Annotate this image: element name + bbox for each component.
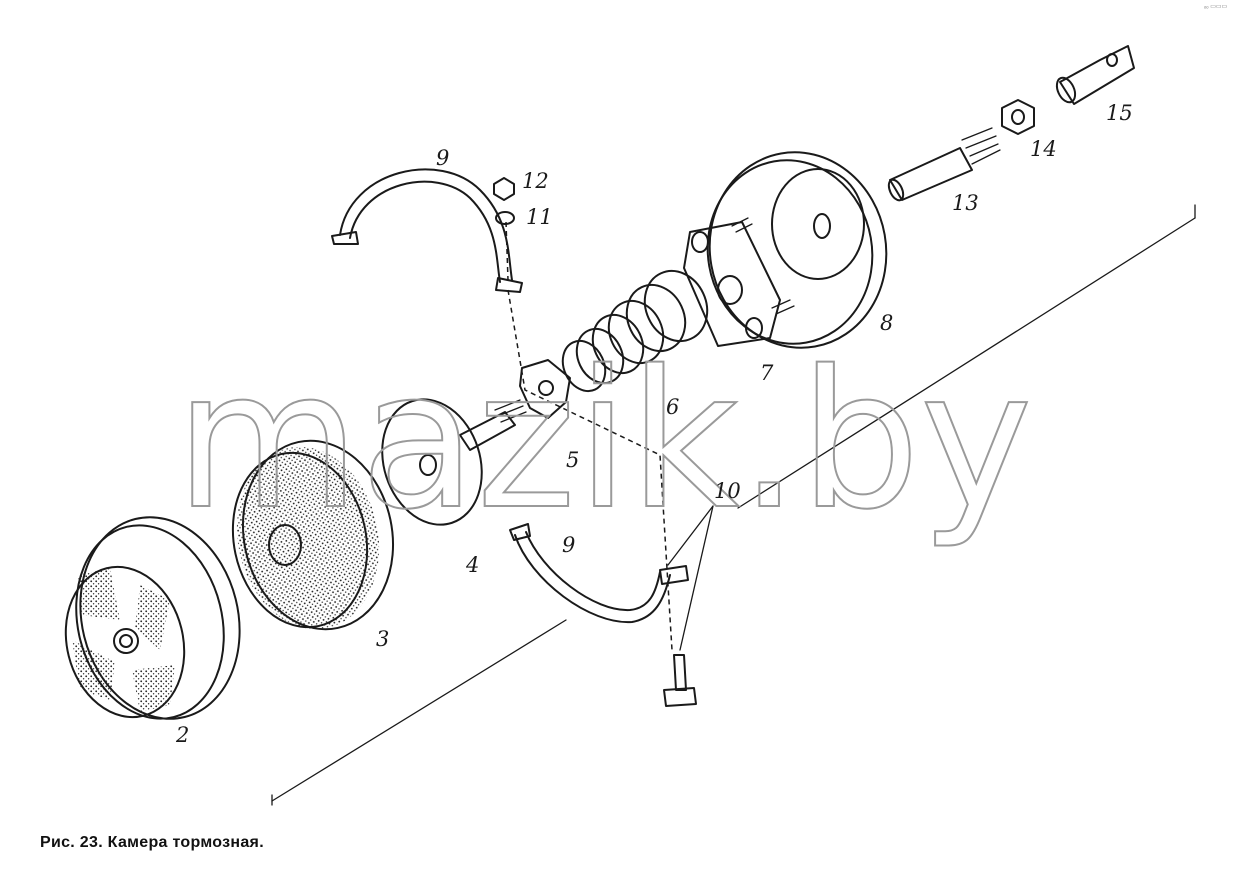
part-9-lower-clamp (509, 523, 689, 624)
part-6-spring (561, 269, 709, 393)
callout-6: 6 (666, 395, 679, 419)
callout-8: 8 (880, 311, 893, 335)
callout-5: 5 (566, 448, 579, 472)
part-8-housing (706, 151, 888, 349)
callout-4: 4 (465, 553, 479, 577)
corner-mark: ₒₒ ▭▭▭ (1204, 4, 1228, 10)
part-13-threaded-rod (887, 127, 1001, 202)
callout-11: 11 (526, 205, 553, 229)
part-14-nut (1001, 99, 1035, 135)
part-4-pushrod-plate (381, 398, 527, 526)
part-9-upper-clamp (331, 168, 523, 293)
part-15-clevis (1055, 45, 1135, 105)
part-2-cover (64, 516, 241, 720)
callout-13: 13 (952, 191, 979, 215)
part-7-flange (683, 217, 795, 347)
callout-9-lower: 9 (562, 533, 575, 557)
callout-10: 10 (714, 479, 741, 503)
callout-14: 14 (1030, 137, 1057, 161)
callout-9-upper: 9 (436, 146, 449, 170)
part-10-bolt (663, 654, 697, 707)
figure-caption: Рис. 23. Камера тормозная. (40, 834, 264, 851)
watermark: mazik.by (175, 330, 1033, 551)
callout-2: 2 (175, 723, 189, 747)
callout-3: 3 (376, 627, 389, 651)
part-3-diaphragm (231, 439, 395, 631)
callout-12: 12 (522, 169, 549, 193)
part-12-nut (493, 177, 515, 201)
part-callouts: 2 3 4 5 6 7 8 9 9 10 11 12 13 14 15 (175, 101, 1133, 747)
part-11-washer (495, 211, 515, 225)
callout-15: 15 (1106, 101, 1133, 125)
axis-lines (271, 204, 1196, 806)
callout-7: 7 (760, 361, 774, 385)
part-5-retainer (519, 359, 571, 419)
leader-lines (667, 505, 714, 651)
